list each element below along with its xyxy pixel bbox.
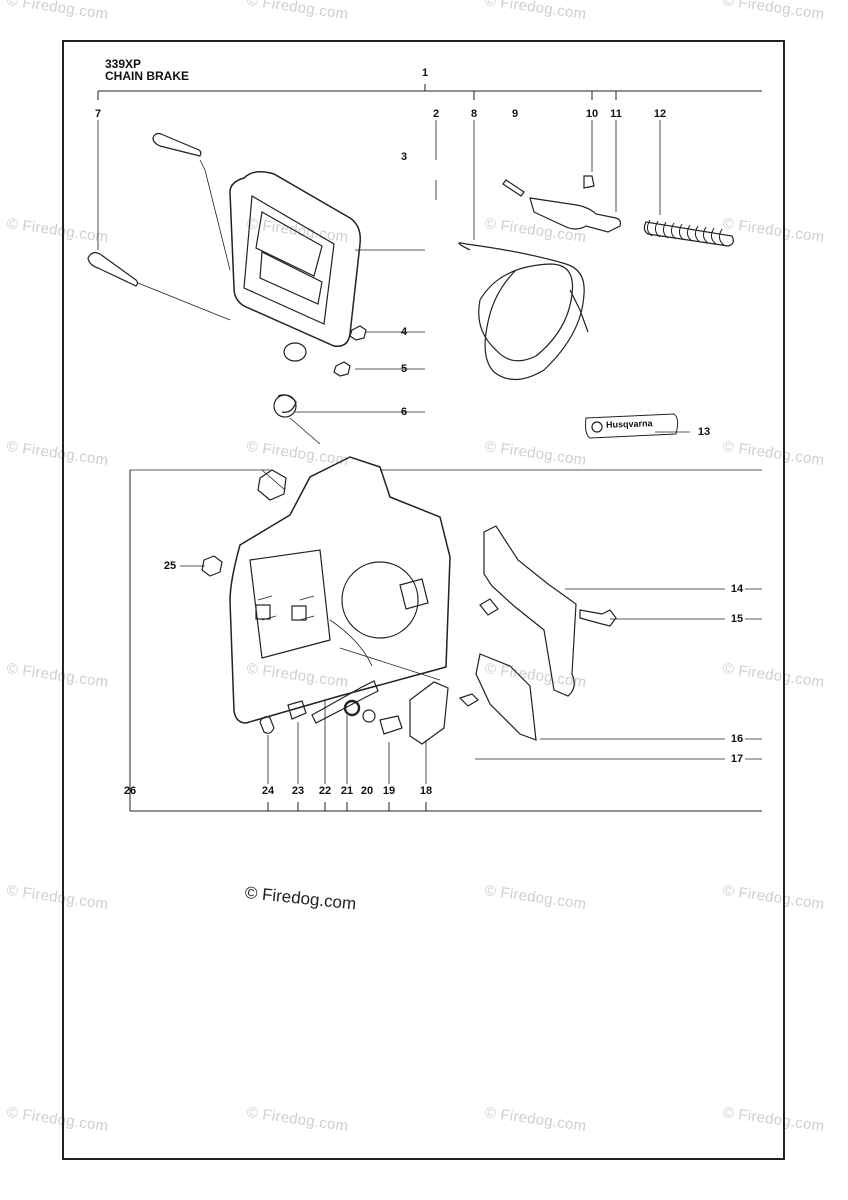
part-number: 24 bbox=[261, 785, 275, 797]
part-number: 25 bbox=[163, 560, 177, 572]
part-number: 9 bbox=[511, 108, 519, 120]
part-number: 7 bbox=[94, 108, 102, 120]
part-number: 6 bbox=[400, 406, 408, 418]
part-number: 5 bbox=[400, 363, 408, 375]
part-number: 18 bbox=[419, 785, 433, 797]
part-number: 10 bbox=[585, 108, 599, 120]
husqvarna-decal-label: Husqvarna bbox=[605, 418, 653, 430]
part-number: 14 bbox=[730, 583, 744, 595]
part-number: 19 bbox=[382, 785, 396, 797]
model-label: 339XP bbox=[105, 57, 142, 71]
part-number: 1 bbox=[421, 67, 429, 79]
part-number: 20 bbox=[360, 785, 374, 797]
part-number: 26 bbox=[123, 785, 137, 797]
part-number: 2 bbox=[432, 108, 440, 120]
part-number: 17 bbox=[730, 753, 744, 765]
part-number: 13 bbox=[697, 426, 711, 438]
part-number: 21 bbox=[340, 785, 354, 797]
part-number: 4 bbox=[400, 326, 408, 338]
part-number: 12 bbox=[653, 108, 667, 120]
diagram-frame bbox=[62, 40, 785, 1160]
part-number: 15 bbox=[730, 613, 744, 625]
part-number: 16 bbox=[730, 733, 744, 745]
part-number: 3 bbox=[400, 151, 408, 163]
part-number: 8 bbox=[470, 108, 478, 120]
section-title: CHAIN BRAKE bbox=[105, 69, 189, 83]
part-number: 11 bbox=[610, 108, 622, 120]
part-number: 22 bbox=[318, 785, 332, 797]
part-number: 23 bbox=[291, 785, 305, 797]
